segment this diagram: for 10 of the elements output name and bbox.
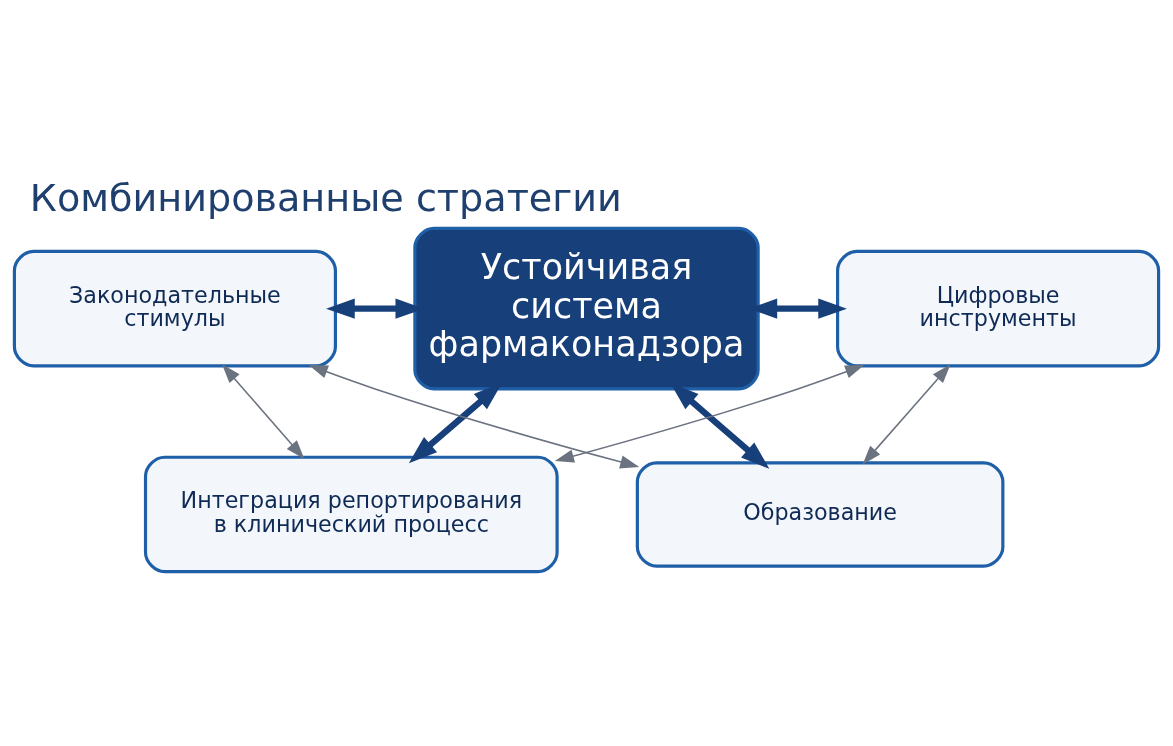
diagram-title: Комбинированные стратегии (29, 176, 622, 221)
node-box: Цифровые инструменты (836, 249, 1161, 368)
arrow (554, 365, 865, 463)
arrow (308, 365, 640, 469)
node-box: Образование (635, 461, 1005, 568)
node-box: Интеграция репортирования в клинический процесс (143, 455, 559, 574)
node-box: Законодательные стимулы (12, 249, 337, 368)
arrow (862, 364, 951, 465)
node-box: Устойчивая система фармаконадзора (413, 226, 760, 391)
arrow (222, 364, 305, 459)
